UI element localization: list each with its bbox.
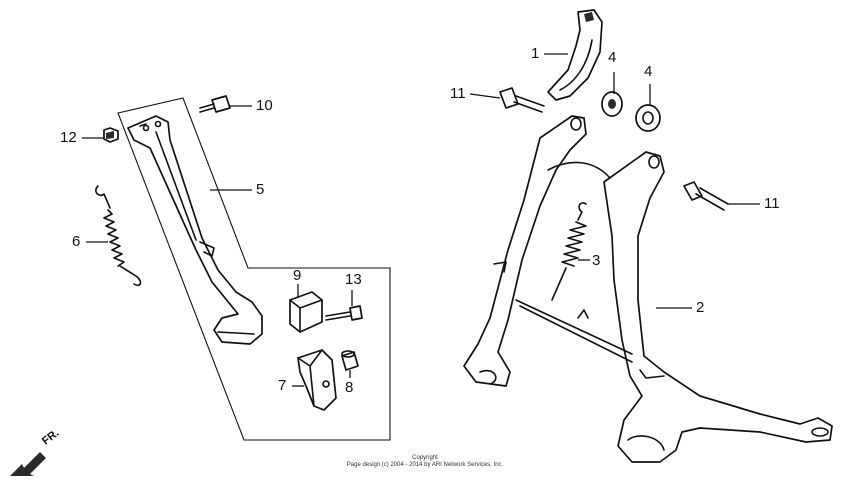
spring-part-6 bbox=[95, 185, 142, 287]
copyright-line: Copyright bbox=[412, 455, 438, 461]
callout-4a: 4 bbox=[608, 49, 617, 66]
switch-part-9 bbox=[289, 291, 323, 333]
bolt-part-13 bbox=[325, 305, 363, 321]
callout-2: 2 bbox=[696, 299, 705, 316]
leader-lines bbox=[82, 53, 760, 387]
callout-8: 8 bbox=[345, 379, 354, 396]
callout-1: 1 bbox=[531, 45, 540, 62]
bolt-part-11a bbox=[499, 87, 545, 113]
callout-4b: 4 bbox=[644, 63, 653, 80]
callout-3: 3 bbox=[592, 252, 601, 269]
callout-10: 10 bbox=[256, 97, 273, 114]
front-direction-arrow-icon bbox=[10, 452, 46, 476]
spring-part-3 bbox=[551, 202, 587, 301]
callout-11b: 11 bbox=[764, 195, 780, 212]
page-design-line: Page design (c) 2004 - 2014 by ARI Netwo… bbox=[346, 462, 504, 468]
copyright-footer: Copyright Page design (c) 2004 - 2014 by… bbox=[0, 455, 850, 469]
bolt-part-11b bbox=[683, 181, 729, 211]
main-stand-part-2 bbox=[463, 115, 833, 463]
callout-11a: 11 bbox=[450, 85, 466, 102]
bolt-part-10 bbox=[199, 95, 231, 113]
washer-part-4a bbox=[601, 91, 623, 117]
side-stand-part-5 bbox=[127, 115, 263, 345]
callout-9: 9 bbox=[293, 267, 302, 284]
callout-13: 13 bbox=[345, 271, 362, 288]
callout-7: 7 bbox=[278, 377, 287, 394]
side-stand-group-outline bbox=[117, 97, 391, 441]
callout-5: 5 bbox=[256, 181, 265, 198]
collar-part-8 bbox=[341, 350, 359, 371]
bracket-part-7 bbox=[297, 349, 337, 411]
stopper-part-1 bbox=[547, 9, 603, 101]
callout-6: 6 bbox=[72, 233, 81, 250]
nut-part-12 bbox=[103, 127, 119, 143]
callout-12: 12 bbox=[60, 129, 77, 146]
washer-part-4b bbox=[635, 104, 661, 132]
